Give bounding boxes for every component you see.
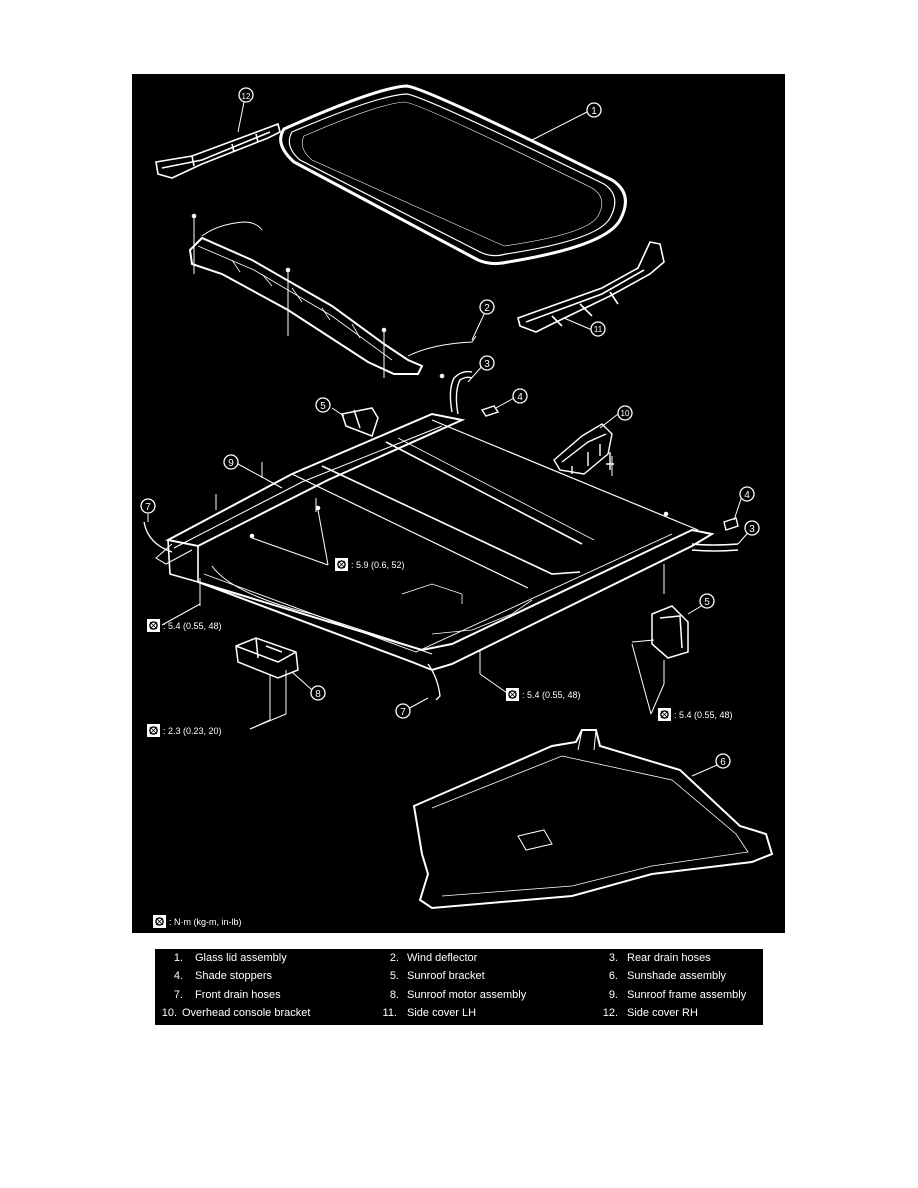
svg-text:: 5.9 (0.6, 52): : 5.9 (0.6, 52): [351, 560, 405, 570]
wind-deflector-shape: [188, 216, 477, 378]
shade-stopper-upper: [341, 407, 379, 437]
torque-icon: [146, 618, 161, 633]
legend-num: 4.: [173, 970, 183, 982]
legend-num: 11.: [382, 1007, 397, 1019]
torque-icon: [152, 914, 167, 929]
torque-icon: [146, 723, 161, 738]
side-cover-lh-shape: [517, 241, 665, 333]
callout-10: 10: [621, 409, 630, 418]
shade-stopper-small: [480, 405, 500, 417]
front-drain-hose-left: [143, 521, 173, 553]
legend-name: Sunroof motor assembly: [407, 989, 527, 1001]
callout-12: 12: [242, 92, 251, 101]
legend-num: 2.: [389, 952, 399, 964]
legend-num: 1.: [173, 952, 183, 964]
torque-units-legend: : N·m (kg-m, in-lb): [152, 914, 242, 929]
legend-row: 4. Shade stoppers 5. Sunroof bracket 6. …: [155, 967, 763, 985]
legend-row: 1. Glass lid assembly 2. Wind deflector …: [155, 949, 763, 967]
legend-name: Glass lid assembly: [195, 952, 287, 964]
side-cover-rh-shape: [155, 122, 281, 179]
callout-7-bottom: 7: [400, 707, 406, 718]
callout-5-upper: 5: [320, 401, 326, 412]
legend-num: 8.: [389, 989, 399, 1001]
screws: [191, 213, 669, 720]
sunroof-bracket-shape: [651, 605, 689, 659]
torque-icon: [657, 707, 672, 722]
legend-name: Front drain hoses: [195, 989, 281, 1001]
legend-name: Wind deflector: [407, 952, 478, 964]
torque-spec-5-4-center: : 5.4 (0.55, 48): [505, 687, 581, 702]
legend-num: 5.: [389, 970, 399, 982]
leader-lines: [147, 101, 753, 777]
callout-circles: [140, 87, 760, 769]
legend-num: 7.: [173, 989, 183, 1001]
legend-name: Rear drain hoses: [627, 952, 711, 964]
callout-4-right: 4: [744, 490, 750, 501]
legend-num: 9.: [608, 989, 618, 1001]
legend-num: 6.: [608, 970, 618, 982]
legend-name: Overhead console bracket: [182, 1007, 311, 1019]
svg-text:: 5.4 (0.55, 48): : 5.4 (0.55, 48): [163, 621, 222, 631]
parts-legend: 1. Glass lid assembly 2. Wind deflector …: [155, 949, 763, 1025]
torque-spec-5-4-right: : 5.4 (0.55, 48): [657, 707, 733, 722]
exploded-parts-diagram: 1 12 2 3 4 5 11 10 9 7 4 3 5 6 8 7 : 5.9…: [132, 74, 785, 933]
torque-spec-5-9: : 5.9 (0.6, 52): [334, 557, 405, 572]
legend-name: Sunshade assembly: [627, 970, 727, 982]
overhead-console-bracket-shape: [553, 423, 614, 475]
legend-name: Side cover LH: [407, 1007, 477, 1019]
legend-num: 10.: [161, 1007, 177, 1019]
svg-text:: 5.4 (0.55, 48): : 5.4 (0.55, 48): [674, 710, 733, 720]
callout-3-right: 3: [749, 524, 755, 535]
legend-row: 7. Front drain hoses 8. Sunroof motor as…: [155, 986, 763, 1004]
sunroof-motor-shape: [235, 637, 299, 679]
sunroof-frame-shape: [155, 412, 715, 672]
legend-name: Shade stoppers: [195, 970, 273, 982]
rear-drain-hose-right: [691, 543, 739, 552]
legend-num: 3.: [608, 952, 618, 964]
torque-icon: [334, 557, 349, 572]
rear-drain-hose-upper: [449, 370, 473, 415]
legend-name: Side cover RH: [627, 1007, 698, 1019]
callout-11: 11: [594, 325, 603, 334]
svg-text:: 5.4 (0.55, 48): : 5.4 (0.55, 48): [522, 690, 581, 700]
callout-1: 1: [591, 106, 597, 117]
callout-4-upper: 4: [517, 392, 523, 403]
callout-7-left: 7: [145, 502, 151, 513]
legend-num: 12.: [602, 1007, 618, 1019]
torque-spec-5-4-left: : 5.4 (0.55, 48): [146, 618, 222, 633]
svg-text:: N·m (kg-m, in-lb): : N·m (kg-m, in-lb): [169, 917, 242, 927]
torque-spec-2-3: : 2.3 (0.23, 20): [146, 723, 222, 738]
shade-stopper-right: [723, 517, 739, 531]
glass-lid-shape: [279, 84, 627, 266]
legend-name: Sunroof bracket: [407, 970, 485, 982]
front-drain-hose-bottom: [427, 663, 441, 701]
callout-6: 6: [720, 757, 726, 768]
callout-8: 8: [315, 689, 321, 700]
callout-9: 9: [228, 458, 234, 469]
callout-3-upper: 3: [484, 359, 490, 370]
torque-icon: [505, 687, 520, 702]
svg-text:: 2.3 (0.23, 20): : 2.3 (0.23, 20): [163, 726, 222, 736]
callout-2: 2: [484, 303, 490, 314]
sunshade-shape: [412, 729, 774, 910]
legend-name: Sunroof frame assembly: [627, 989, 747, 1001]
legend-row: 10. Overhead console bracket 11. Side co…: [155, 1004, 763, 1022]
callout-5-right: 5: [704, 597, 710, 608]
